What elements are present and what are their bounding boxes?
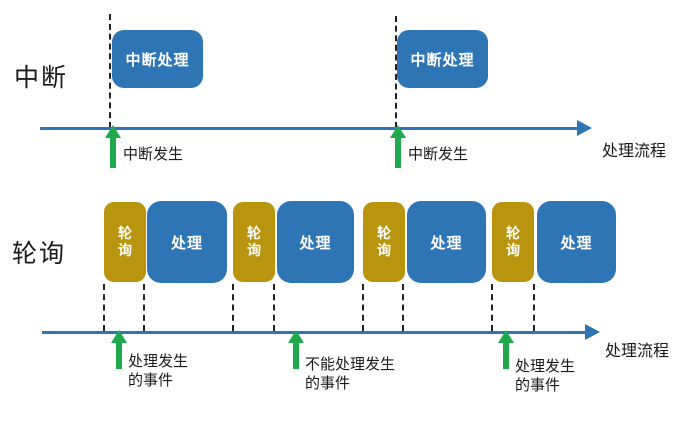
polling-poll-label: 轮询	[247, 225, 261, 258]
interrupt-section-label: 中断	[14, 64, 69, 92]
polling-timeline	[42, 331, 586, 334]
polling-dashed-line	[491, 284, 493, 331]
polling-event-arrow-icon	[111, 330, 127, 369]
polling-event-label-line1: 处理发生	[515, 358, 576, 375]
interrupt-handler-label: 中断处理	[410, 51, 475, 69]
polling-timeline-arrowhead-icon	[585, 324, 600, 340]
polling-dashed-line	[143, 284, 145, 331]
polling-dashed-line	[362, 284, 364, 331]
polling-dashed-line	[533, 284, 535, 331]
polling-event-label-line2: 的事件	[515, 377, 561, 394]
interrupt-handler-box: 中断处理	[397, 30, 488, 88]
interrupt-handler-label: 中断处理	[125, 51, 190, 69]
polling-poll-box: 轮询	[363, 202, 405, 282]
polling-process-label: 处理	[299, 234, 332, 252]
interrupt-dashed-line	[395, 16, 397, 128]
polling-event-arrow-icon	[498, 330, 514, 369]
polling-poll-box: 轮询	[104, 202, 146, 282]
polling-process-label: 处理	[430, 234, 463, 252]
polling-process-box: 处理	[407, 201, 486, 283]
polling-event-label: 处理发生 的事件	[515, 357, 575, 395]
interrupt-event-label: 中断发生	[123, 146, 184, 163]
polling-section-label: 轮询	[12, 240, 67, 268]
polling-poll-label: 轮询	[377, 225, 391, 258]
interrupt-handler-box: 中断处理	[112, 30, 203, 88]
polling-process-label: 处理	[170, 234, 203, 252]
interrupt-timeline-arrowhead-icon	[577, 120, 592, 136]
polling-event-label: 处理发生 的事件	[128, 352, 188, 390]
polling-dashed-line	[232, 284, 234, 331]
polling-poll-label: 轮询	[118, 225, 132, 258]
polling-dashed-line	[402, 284, 404, 331]
polling-poll-box: 轮询	[492, 202, 534, 282]
polling-poll-box: 轮询	[233, 202, 275, 282]
polling-dashed-line	[273, 284, 275, 331]
polling-event-label: 不能处理发生 的事件	[305, 355, 395, 393]
polling-process-box: 处理	[147, 201, 227, 283]
polling-dashed-line	[103, 284, 105, 331]
polling-event-label-line1: 处理发生	[128, 353, 189, 370]
polling-event-label-line2: 的事件	[128, 372, 174, 389]
interrupt-timeline	[40, 127, 578, 130]
polling-poll-label: 轮询	[506, 225, 520, 258]
interrupt-event-label: 中断发生	[408, 146, 469, 163]
interrupt-event-arrow-icon	[390, 125, 406, 168]
polling-timeline-label: 处理流程	[605, 343, 670, 360]
polling-event-label-line2: 的事件	[305, 375, 351, 392]
polling-process-box: 处理	[277, 201, 354, 283]
polling-event-arrow-icon	[288, 330, 304, 369]
polling-process-box: 处理	[537, 201, 616, 283]
interrupt-timeline-label: 处理流程	[602, 143, 667, 160]
polling-process-label: 处理	[560, 234, 593, 252]
polling-event-label-line1: 不能处理发生	[305, 356, 396, 373]
interrupt-event-arrow-icon	[105, 125, 121, 168]
interrupt-dashed-line	[109, 14, 111, 128]
